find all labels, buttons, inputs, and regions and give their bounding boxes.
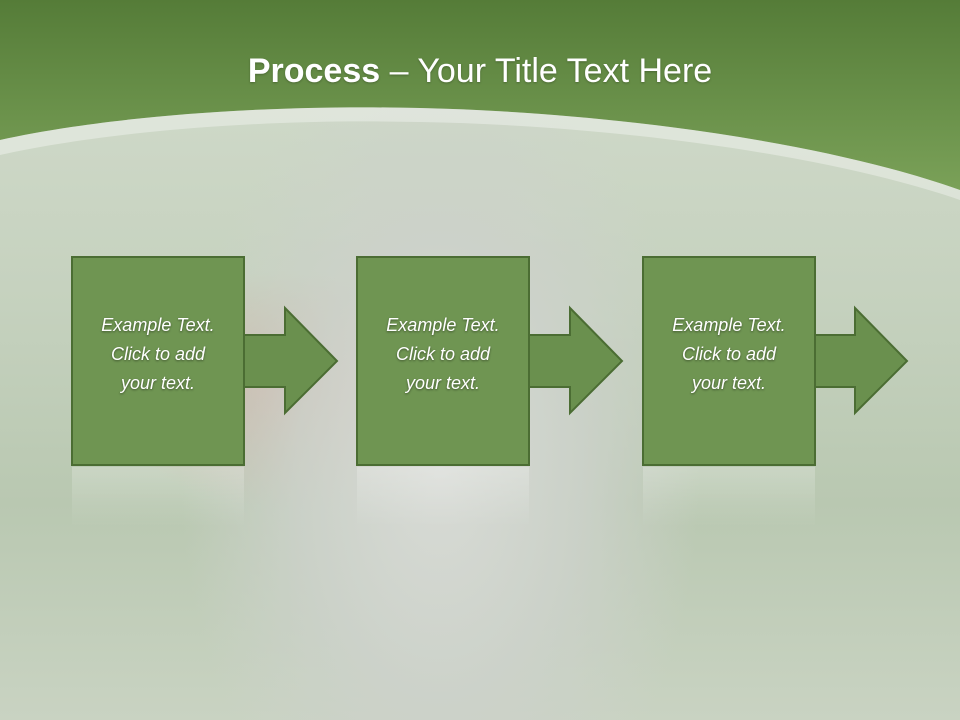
step-2-line-3: your text.	[405, 373, 481, 393]
step-2-line-1: Example Text.	[386, 315, 500, 335]
step-1-line-1: Example Text.	[101, 315, 215, 335]
step-3-line-1: Example Text.	[672, 315, 786, 335]
step-2-arrow	[528, 305, 624, 416]
step-2-box[interactable]	[356, 256, 530, 466]
process-step-3	[642, 256, 909, 527]
step-3-arrow	[813, 305, 909, 416]
step-2-reflection	[357, 467, 529, 527]
step-1-reflection	[72, 467, 244, 527]
title-bold: Process	[247, 52, 381, 90]
step-1-line-2: Click to add	[110, 344, 206, 364]
process-step-1	[71, 256, 339, 527]
step-3-text[interactable]: Example Text. Click to add your text.	[643, 311, 815, 398]
title-rest: – Your Title Text Here	[380, 52, 713, 90]
step-2-text[interactable]: Example Text. Click to add your text.	[357, 311, 529, 398]
step-3-line-3: your text.	[691, 373, 767, 393]
step-3-reflection	[643, 467, 815, 527]
step-3-box[interactable]	[642, 256, 816, 466]
process-step-2	[356, 256, 624, 527]
step-1-line-3: your text.	[120, 373, 196, 393]
page-title: Process – Your Title Text Here	[0, 52, 960, 91]
step-3-line-2: Click to add	[681, 344, 777, 364]
step-1-arrow	[242, 305, 339, 416]
header-banner	[0, 0, 960, 200]
step-1-box[interactable]	[71, 256, 245, 466]
step-1-text[interactable]: Example Text. Click to add your text.	[72, 311, 244, 398]
step-2-line-2: Click to add	[395, 344, 491, 364]
